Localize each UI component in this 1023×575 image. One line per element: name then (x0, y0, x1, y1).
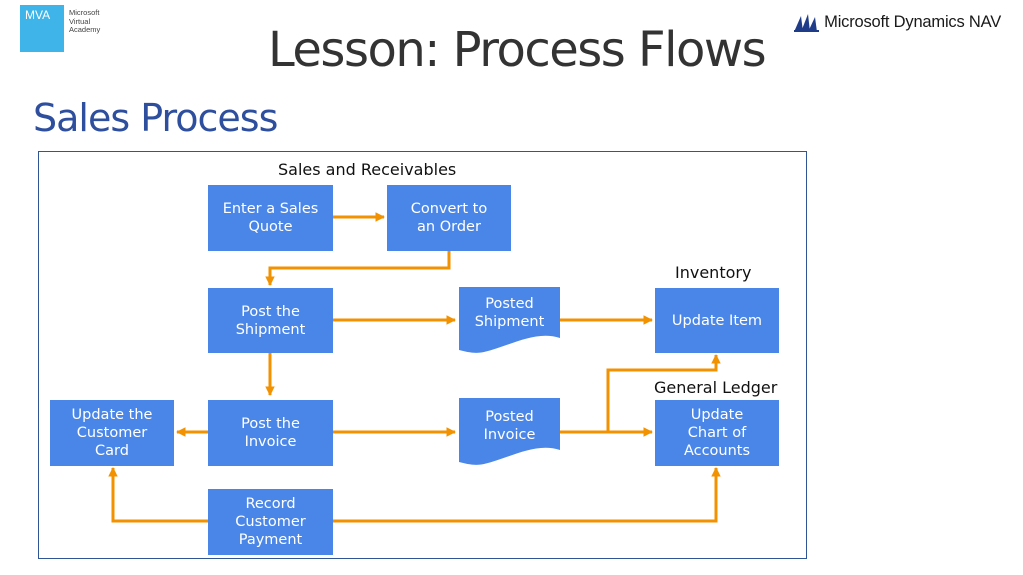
group-label-sales: Sales and Receivables (278, 160, 457, 179)
node-record-customer-payment: Record Customer Payment (208, 489, 333, 555)
edge-order-to-shipment (265, 251, 451, 286)
node-label: Update Chart of Accounts (683, 407, 751, 459)
group-label-general-ledger: General Ledger (654, 378, 778, 397)
node-label: Update the Customer Card (71, 407, 153, 459)
mva-caption-line: Microsoft (69, 8, 100, 17)
node-update-customer-card: Update the Customer Card (50, 400, 174, 466)
mva-caption-line: Virtual (69, 16, 91, 26)
node-label: Update Item (671, 312, 763, 329)
page-title: Lesson: Process Flows (268, 22, 767, 78)
node-update-item: Update Item (655, 288, 779, 353)
diagram-frame (38, 151, 807, 559)
group-label-inventory: Inventory (675, 263, 752, 282)
node-convert-to-order: Convert to an Order (387, 185, 511, 251)
edge-posted-invoice-to-item (606, 354, 721, 432)
mva-logo-text: MVA (25, 8, 51, 22)
dynamics-logo-text: Microsoft Dynamics NAV (824, 13, 1001, 31)
mva-logo-tile: MVA (20, 5, 64, 52)
node-label: Post the Shipment (235, 303, 306, 338)
node-posted-shipment: Posted Shipment (474, 296, 545, 330)
node-posted-invoice: Posted Invoice (483, 409, 536, 443)
node-label: Record Customer Payment (235, 496, 306, 548)
node-update-chart-of-accounts: Update Chart of Accounts (655, 400, 779, 466)
posted-shipment-doc-shape (459, 287, 560, 353)
edge-payment-to-chart (333, 467, 721, 523)
edge-payment-to-customer-card (108, 467, 208, 523)
mva-logo-caption: Microsoft Virtual Academy (69, 8, 101, 35)
node-post-invoice: Post the Invoice (208, 400, 333, 466)
section-subtitle: Sales Process (33, 96, 278, 140)
node-label: Post the Invoice (241, 416, 300, 450)
posted-invoice-doc-shape (459, 398, 560, 465)
node-label: Enter a Sales Quote (222, 201, 319, 235)
dynamics-nav-logo: Microsoft Dynamics NAV (794, 13, 1001, 32)
node-post-shipment: Post the Shipment (208, 288, 333, 353)
node-label: Convert to an Order (410, 201, 488, 235)
dynamics-logo-icon (794, 13, 820, 32)
node-enter-sales-quote: Enter a Sales Quote (208, 185, 333, 251)
mva-caption-line: Academy (69, 25, 101, 34)
